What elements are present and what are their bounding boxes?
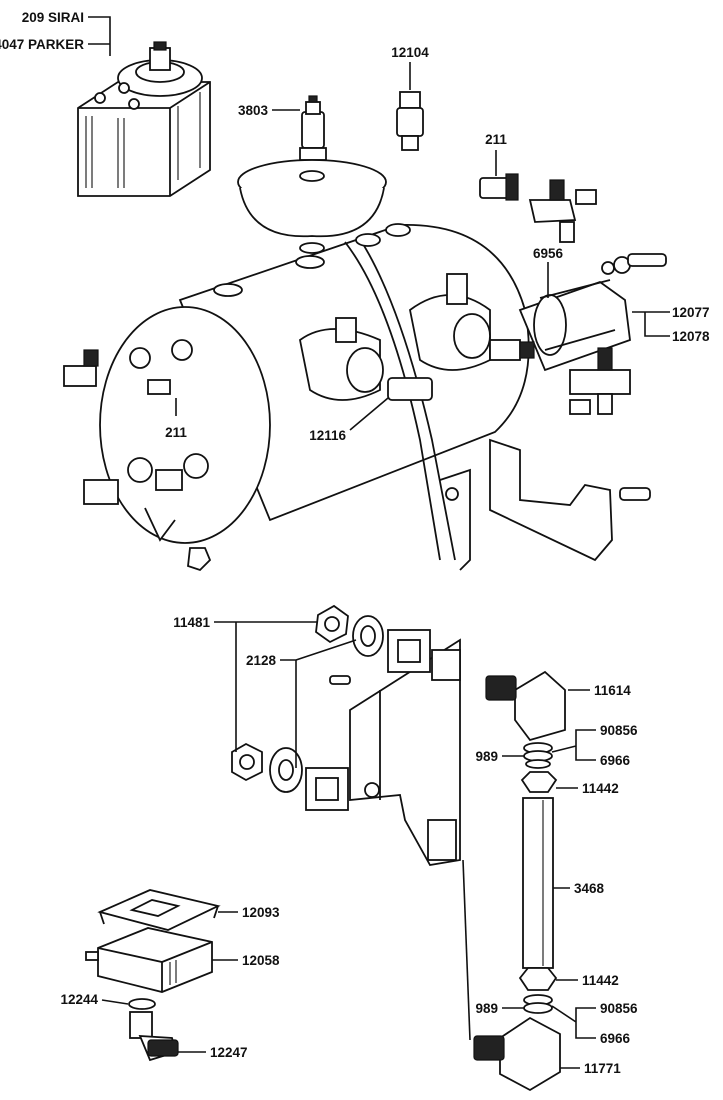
label-211-top: 211 — [485, 132, 507, 147]
fitting-211 — [479, 173, 597, 243]
label-6966-lower: 6966 — [600, 1031, 631, 1046]
guide-line — [462, 859, 471, 1041]
oring-12244 — [128, 998, 156, 1010]
washers-90856-6966-989 — [523, 742, 553, 769]
label-6966-upper: 6966 — [600, 753, 631, 768]
label-14047-parker: 14047 PARKER — [0, 37, 84, 52]
dish — [237, 159, 387, 254]
label-12116: 12116 — [309, 428, 346, 443]
elbow-11614 — [485, 670, 566, 742]
label-211-side: 211 — [165, 425, 187, 440]
hose-fitting-12247 — [129, 1011, 179, 1062]
label-11442-upper: 11442 — [582, 781, 619, 796]
label-989-upper: 989 — [475, 749, 498, 764]
pressure-switch — [77, 41, 211, 197]
label-12104: 12104 — [391, 45, 429, 60]
label-6956: 6956 — [533, 246, 564, 261]
label-12078: 12078 — [672, 329, 710, 344]
nut-11442-upper — [520, 771, 558, 793]
elbow-11771 — [473, 1016, 561, 1092]
washers-lower — [523, 994, 553, 1014]
label-12093: 12093 — [242, 905, 280, 920]
check-valve-12104 — [396, 91, 424, 151]
label-209-sirai: 209 SIRAI — [22, 10, 84, 25]
probe-box-12058 — [85, 927, 213, 993]
boiler-tank — [63, 223, 530, 572]
element-flange — [489, 253, 667, 415]
label-3468: 3468 — [574, 881, 605, 896]
label-12077: 12077 — [672, 305, 710, 320]
label-12247: 12247 — [210, 1045, 248, 1060]
part-labels: 209 SIRAI 14047 PARKER 12104 3803 211 69… — [0, 10, 710, 1076]
tube-3468 — [522, 797, 554, 969]
nut-11442-lower — [518, 967, 558, 991]
label-2128: 2128 — [246, 653, 277, 668]
label-11481: 11481 — [173, 615, 210, 630]
level-probe-bracket — [305, 629, 461, 866]
safety-valve-3803 — [299, 95, 327, 161]
label-11771: 11771 — [584, 1061, 621, 1076]
label-3803: 3803 — [238, 103, 269, 118]
probe-cap-12093 — [97, 889, 221, 931]
label-90856-upper: 90856 — [600, 723, 638, 738]
label-90856-lower: 90856 — [600, 1001, 638, 1016]
label-11614: 11614 — [594, 683, 631, 698]
label-12058: 12058 — [242, 953, 280, 968]
label-989-lower: 989 — [475, 1001, 498, 1016]
label-12244: 12244 — [60, 992, 98, 1007]
tank-bracket — [387, 377, 651, 571]
nuts-and-washers-11481-2128 — [231, 604, 384, 793]
label-11442-lower: 11442 — [582, 973, 619, 988]
leader-lines — [88, 16, 670, 1069]
